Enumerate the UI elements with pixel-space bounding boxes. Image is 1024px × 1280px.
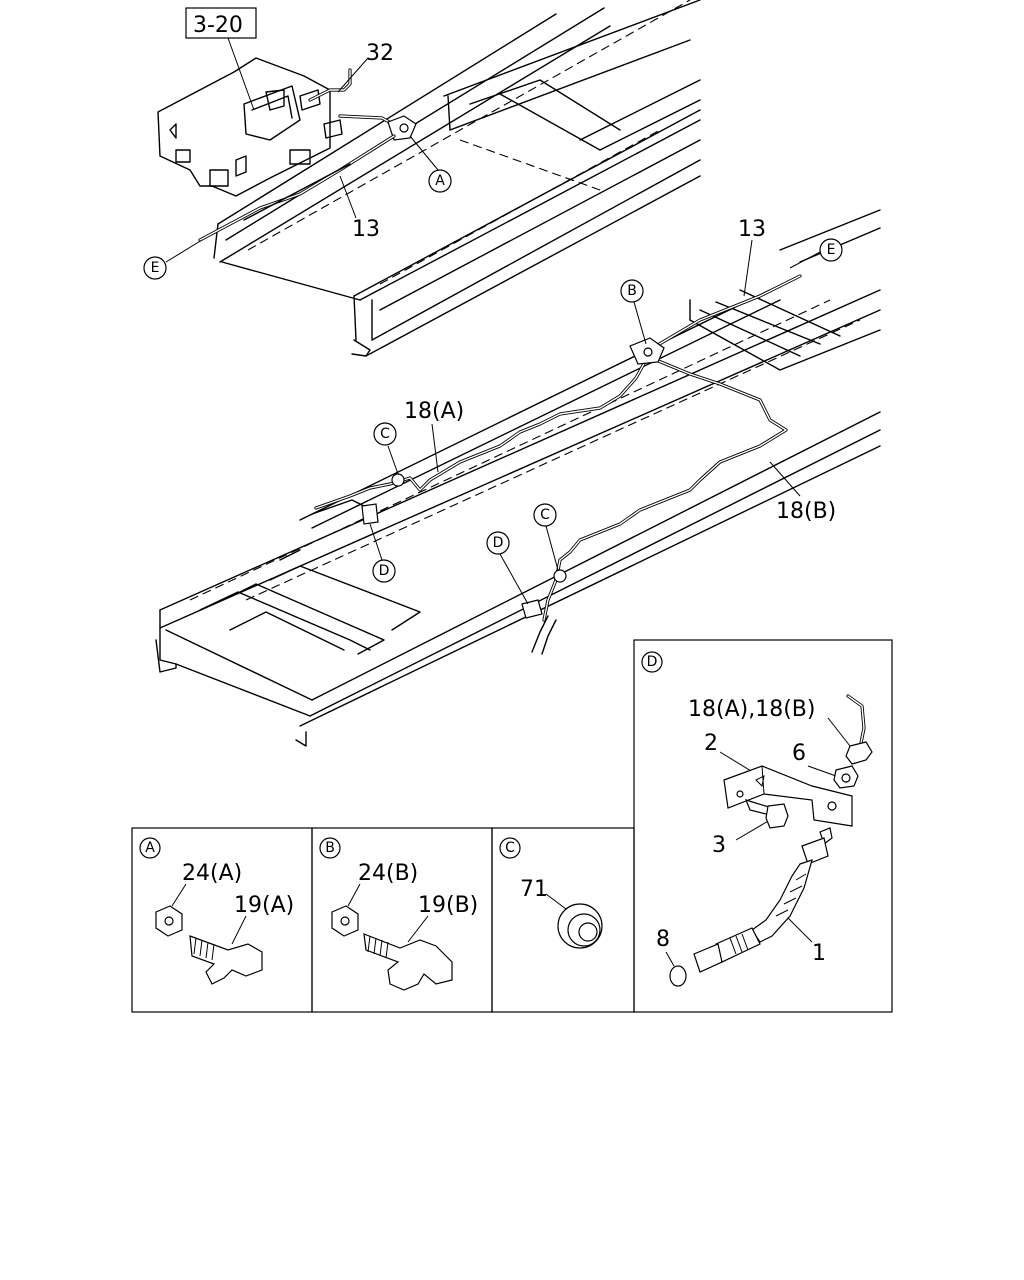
marker-e-right: E: [789, 238, 843, 269]
label-18b: 18(B): [776, 499, 836, 524]
svg-text:C: C: [540, 507, 550, 523]
svg-text:C: C: [505, 840, 515, 856]
marker-c-lower: C: [533, 503, 559, 571]
label-6: 6: [792, 741, 806, 766]
label-13-top: 13: [352, 217, 380, 242]
label-3: 3: [712, 833, 726, 858]
ref-box: [185, 7, 257, 39]
svg-text:A: A: [145, 840, 155, 856]
ref-box-label: 3-20: [193, 13, 243, 38]
svg-text:C: C: [380, 426, 390, 442]
marker-a-top: A: [409, 135, 452, 193]
svg-text:A: A: [435, 173, 445, 189]
svg-text:E: E: [827, 242, 836, 258]
marker-b-main: B: [620, 279, 647, 345]
svg-text:D: D: [379, 563, 390, 579]
svg-text:D: D: [647, 654, 658, 670]
svg-text:B: B: [325, 840, 335, 856]
label-13-right: 13: [738, 217, 766, 242]
marker-e-left: E: [143, 239, 203, 280]
label-24b: 24(B): [358, 861, 418, 886]
lower-chassis-view: [155, 209, 881, 747]
label-8: 8: [656, 927, 670, 952]
detail-box-d: D 18(A),18(B) 2 6 3 1 8: [633, 639, 893, 1013]
svg-text:E: E: [151, 260, 160, 276]
svg-text:B: B: [627, 283, 637, 299]
tee-fitting-icon: [189, 935, 263, 985]
detail-box-c: C 71: [491, 827, 635, 1013]
o-ring-icon: [669, 965, 687, 987]
label-18a: 18(A): [404, 399, 464, 424]
cross-fitting-icon: [363, 933, 453, 991]
marker-d-upper: D: [369, 523, 396, 583]
marker-c-upper: C: [373, 422, 399, 475]
grommet-icon: [557, 903, 603, 949]
label-2: 2: [704, 731, 718, 756]
label-24a: 24(A): [182, 861, 242, 886]
svg-text:D: D: [493, 535, 504, 551]
label-32: 32: [366, 41, 394, 66]
detail-box-a: A 24(A) 19(A): [131, 827, 313, 1013]
label-19b: 19(B): [418, 893, 478, 918]
pipe-nut-icon: [845, 741, 873, 765]
marker-d-lower: D: [486, 531, 529, 605]
top-frame-view: [157, 0, 701, 357]
label-19a: 19(A): [234, 893, 294, 918]
label-71: 71: [520, 877, 548, 902]
label-1: 1: [812, 941, 826, 966]
detail-box-b: B 24(B) 19(B): [311, 827, 493, 1013]
hose-icon: [751, 859, 813, 943]
label-18a-18b: 18(A),18(B): [688, 697, 815, 722]
